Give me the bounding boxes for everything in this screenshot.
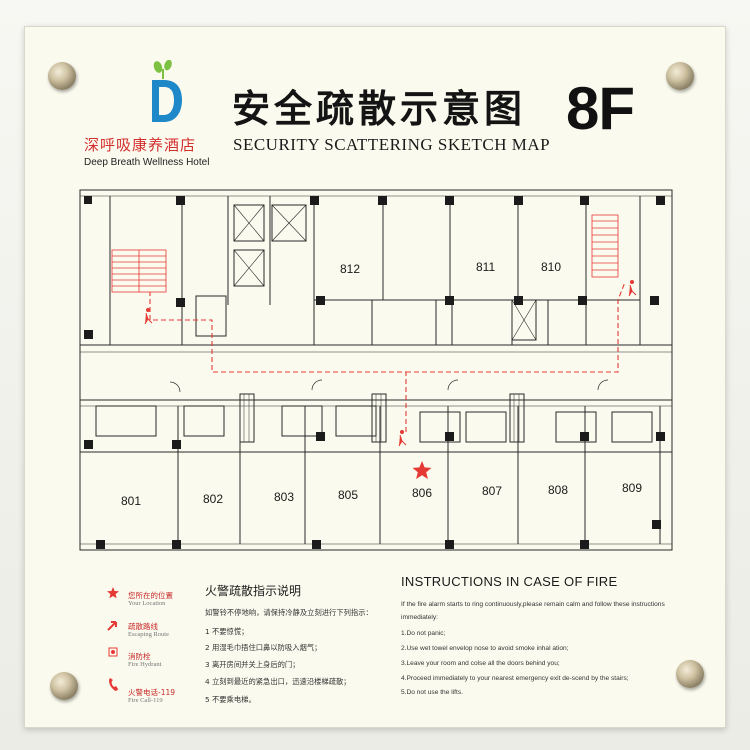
room-810: 810: [541, 260, 562, 274]
standoff-screw-icon: [50, 672, 78, 700]
instructions-en-line: immediately:: [401, 614, 439, 621]
hotel-name-en: Deep Breath Wellness Hotel: [84, 157, 210, 168]
legend-fire-call-en: Fire Call-119: [128, 697, 163, 704]
standoff-screw-icon: [676, 660, 704, 688]
instructions-en-line: 3.Leave your room and colse all the door…: [401, 660, 560, 667]
legend-fire-hydrant: 消防栓: [128, 652, 151, 661]
you-are-here-star-icon: [412, 461, 432, 479]
instructions-cn-item: 4 立刻到最近的紧急出口，迅速沿楼梯疏散；: [205, 677, 351, 686]
instructions-en-line: 2.Use wet towel envelop nose to avoid sm…: [401, 645, 569, 652]
room-806: 806: [412, 486, 433, 500]
instructions-cn-intro: 如警铃不停地响，请保持冷静及立刻进行下列指示：: [205, 608, 373, 617]
legend-fire-hydrant-en: Fire Hydrant: [128, 661, 162, 668]
room-801: 801: [121, 494, 142, 508]
room-809: 809: [622, 481, 643, 495]
instructions-en-line: 5.Do not use the lifts.: [401, 689, 463, 696]
room-811: 811: [476, 260, 496, 274]
legend-your-location: 您所在的位置: [128, 591, 173, 600]
arrow-icon: [107, 621, 117, 631]
room-803: 803: [274, 490, 295, 504]
legend-fire-call: 火警电话-119: [128, 688, 176, 697]
legend-escaping-route: 疏散路线: [128, 622, 158, 631]
room-812: 812: [340, 262, 361, 276]
legend-your-location-en: Your Location: [128, 600, 166, 607]
star-icon: [107, 587, 119, 599]
instructions-en-line: 4.Proceed immediately to your nearest em…: [401, 675, 629, 682]
legend-escaping-route-en: Escaping Route: [128, 631, 169, 638]
sign-title-en: SECURITY SCATTERING SKETCH MAP: [233, 135, 551, 154]
room-808: 808: [548, 483, 569, 497]
room-807: 807: [482, 484, 503, 498]
instructions-cn-item: 5 不要乘电梯。: [205, 695, 256, 704]
hotel-logo-icon: [152, 60, 182, 122]
instructions-cn-item: 3 离开房间并关上身后的门；: [205, 660, 300, 669]
instructions-cn-item: 1 不要惊慌；: [205, 627, 249, 636]
standoff-screw-icon: [666, 62, 694, 90]
fire-hydrant-icon: [108, 647, 118, 657]
hotel-name-cn: 深呼吸康养酒店: [84, 136, 197, 154]
standoff-screw-icon: [48, 62, 76, 90]
instructions-en-title: INSTRUCTIONS IN CASE OF FIRE: [401, 574, 618, 589]
room-802: 802: [203, 492, 224, 506]
legend-icons: [107, 587, 119, 691]
sign-title-cn: 安全疏散示意图: [232, 87, 527, 131]
room-805: 805: [338, 488, 359, 502]
instructions-en-line: 1.Do not panic;: [401, 630, 446, 637]
instructions-cn-title: 火警疏散指示说明: [205, 584, 302, 598]
phone-icon: [109, 678, 118, 691]
escape-route-icon: [149, 281, 626, 432]
instructions-en-line: If the fire alarm starts to ring continu…: [401, 601, 665, 608]
floor-label: 8F: [566, 75, 635, 142]
sign-plate: [24, 26, 726, 728]
instructions-cn-item: 2 用湿毛巾捂住口鼻以防吸入烟气；: [205, 643, 322, 652]
